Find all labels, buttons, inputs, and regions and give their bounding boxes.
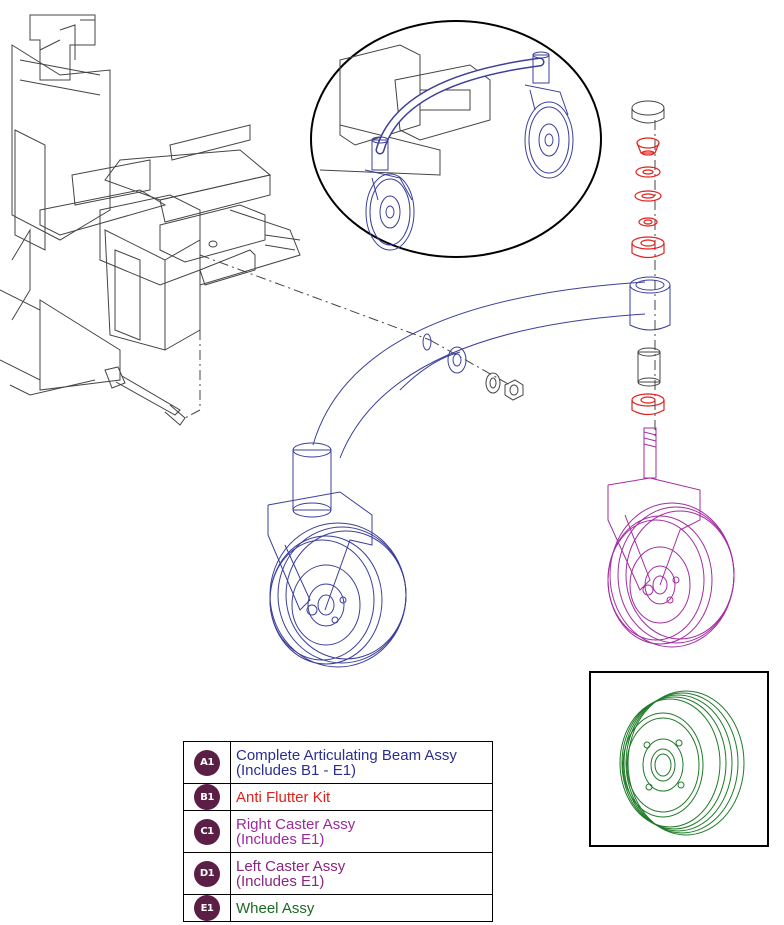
articulating-beam	[292, 276, 671, 518]
legend-row: C1 Right Caster Assy (Includes E1)	[183, 810, 493, 853]
legend-label: Wheel Assy	[236, 899, 315, 917]
assembled-view-inset	[310, 20, 602, 258]
legend-label: Right Caster Assy	[236, 815, 356, 833]
badge-a1: A1	[194, 749, 220, 776]
legend-sublabel: (Includes B1 - E1)	[236, 761, 357, 779]
legend-label: Complete Articulating Beam Assy	[236, 746, 457, 764]
badge-d1: D1	[194, 860, 220, 887]
wheel-assy-drawing	[619, 690, 745, 836]
legend-label: Left Caster Assy	[236, 857, 346, 875]
badge-c1: C1	[194, 818, 220, 845]
legend-row: A1 Complete Articulating Beam Assy (Incl…	[183, 741, 493, 784]
legend-row: D1 Left Caster Assy (Includes E1)	[183, 852, 493, 895]
left-caster	[267, 491, 407, 668]
legend-sublabel: (Includes E1)	[236, 872, 325, 890]
legend-sublabel: (Includes E1)	[236, 830, 325, 848]
pivot-washer-nut	[485, 372, 524, 401]
right-caster	[607, 427, 735, 648]
wheel-inset	[589, 671, 769, 847]
legend-label: Anti Flutter Kit	[236, 788, 331, 806]
anti-flutter-kit	[631, 137, 665, 416]
badge-e1: E1	[194, 895, 220, 921]
nut-and-cap	[631, 100, 665, 387]
parts-legend: A1 Complete Articulating Beam Assy (Incl…	[183, 741, 493, 922]
badge-b1: B1	[194, 784, 220, 810]
frame-assembly	[0, 14, 656, 440]
legend-row: B1 Anti Flutter Kit	[183, 783, 493, 811]
legend-row: E1 Wheel Assy	[183, 894, 493, 922]
